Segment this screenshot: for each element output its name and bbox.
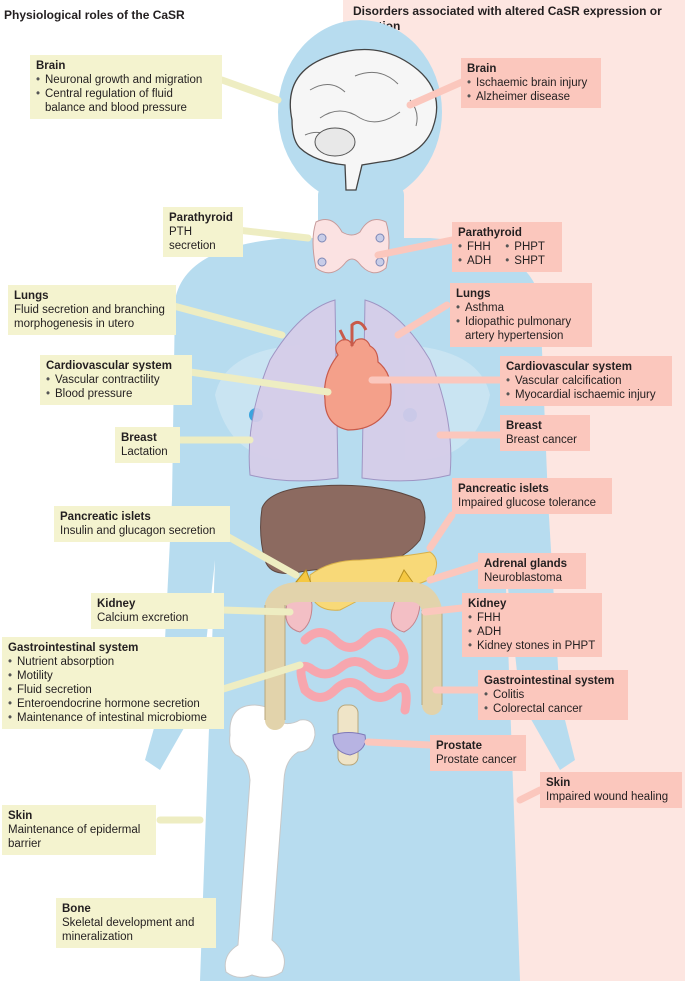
colon-outline (264, 605, 443, 720)
right-parathyroid-item: PHPT (505, 240, 545, 254)
right-kidney-title: Kidney (468, 598, 507, 610)
right-lungs-box: Lungs Asthma Idiopathic pulmonary artery… (450, 283, 592, 347)
left-bone-title: Bone (62, 903, 91, 915)
right-gi-title: Gastrointestinal system (484, 675, 615, 687)
left-gi-item: Maintenance of intestinal microbiome (8, 711, 218, 725)
left-lungs-box: Lungs Fluid secretion and branching morp… (8, 285, 176, 335)
left-brain-item: Neuronal growth and migration (36, 73, 216, 87)
right-skin-text: Impaired wound healing (546, 791, 669, 803)
right-pancreas-box: Pancreatic islets Impaired glucose toler… (452, 478, 612, 514)
left-parathyroid-box: Parathyroid PTH secretion (163, 207, 243, 257)
thyroid-illustration (312, 219, 390, 274)
left-pancreas-text: Insulin and glucagon secretion (60, 525, 216, 537)
right-cardiovascular-title: Cardiovascular system (506, 361, 632, 373)
right-prostate-title: Prostate (436, 740, 483, 752)
left-pancreas-box: Pancreatic islets Insulin and glucagon s… (54, 506, 230, 542)
right-adrenal-text: Neuroblastoma (484, 572, 562, 584)
left-parathyroid-text: PTH secretion (169, 226, 216, 252)
left-skin-title: Skin (8, 810, 33, 822)
right-brain-item: Alzheimer disease (467, 90, 595, 104)
left-cardiovascular-title: Cardiovascular system (46, 360, 172, 372)
right-lungs-item: Idiopathic pulmonary artery hypertension (456, 315, 586, 343)
left-lungs-title: Lungs (14, 290, 49, 302)
right-cardiovascular-item: Myocardial ischaemic injury (506, 388, 666, 402)
left-gi-item: Nutrient absorption (8, 655, 218, 669)
right-skin-box: Skin Impaired wound healing (540, 772, 682, 808)
right-parathyroid-box: Parathyroid FHH ADH PHPT SHPT (452, 222, 562, 272)
left-breast-title: Breast (121, 432, 157, 444)
right-brain-item: Ischaemic brain injury (467, 76, 595, 90)
left-gi-title: Gastrointestinal system (8, 642, 139, 654)
left-cardiovascular-item: Blood pressure (46, 387, 186, 401)
left-cardiovascular-item: Vascular contractility (46, 373, 186, 387)
right-parathyroid-item: FHH (458, 240, 491, 254)
left-brain-box: Brain Neuronal growth and migration Cent… (30, 55, 222, 119)
right-adrenal-title: Adrenal glands (484, 558, 568, 570)
right-breast-box: Breast Breast cancer (500, 415, 590, 451)
right-gi-box: Gastrointestinal system Colitis Colorect… (478, 670, 628, 720)
brain-illustration (289, 48, 438, 191)
heart-illustration (323, 320, 392, 431)
right-breast-text: Breast cancer (506, 434, 577, 446)
right-kidney-box: Kidney FHH ADH Kidney stones in PHPT (462, 593, 602, 657)
left-kidney-title: Kidney (97, 598, 136, 610)
left-kidney-box: Kidney Calcium excretion (91, 593, 224, 629)
right-skin-title: Skin (546, 777, 571, 789)
left-brain-item: Central regulation of fluid balance and … (36, 87, 216, 115)
connector-lines (156, 76, 544, 824)
right-pancreas-title: Pancreatic islets (458, 483, 549, 495)
physiological-roles-header: Physiological roles of the CaSR (4, 8, 185, 22)
right-pancreas-text: Impaired glucose tolerance (458, 497, 597, 509)
right-cardiovascular-box: Cardiovascular system Vascular calcifica… (500, 356, 672, 406)
liver-illustration (260, 484, 426, 574)
left-skin-text: Maintenance of epidermal barrier (8, 824, 141, 850)
right-parathyroid-item: SHPT (505, 254, 545, 268)
left-cardiovascular-box: Cardiovascular system Vascular contracti… (40, 355, 192, 405)
right-parathyroid-item: ADH (458, 254, 491, 268)
left-lungs-text: Fluid secretion and branching morphogene… (14, 304, 165, 330)
colon-illustration (265, 582, 442, 730)
right-parathyroid-title: Parathyroid (458, 227, 522, 239)
right-lungs-item: Asthma (456, 301, 586, 315)
right-gi-item: Colitis (484, 688, 622, 702)
right-brain-box: Brain Ischaemic brain injury Alzheimer d… (461, 58, 601, 108)
left-breast-text: Lactation (121, 446, 168, 458)
right-adrenal-box: Adrenal glands Neuroblastoma (478, 553, 586, 589)
left-gi-box: Gastrointestinal system Nutrient absorpt… (2, 637, 224, 729)
right-prostate-text: Prostate cancer (436, 754, 517, 766)
left-gi-item: Motility (8, 669, 218, 683)
left-kidney-text: Calcium excretion (97, 612, 189, 624)
right-gi-item: Colorectal cancer (484, 702, 622, 716)
small-intestine-illustration (296, 628, 411, 715)
left-breast-box: Breast Lactation (115, 427, 180, 463)
rectum-prostate (332, 704, 366, 766)
right-cardiovascular-item: Vascular calcification (506, 374, 666, 388)
left-bone-text: Skeletal development and mineralization (62, 917, 195, 943)
left-gi-item: Enteroendocrine hormone secretion (8, 697, 218, 711)
left-parathyroid-title: Parathyroid (169, 212, 233, 224)
left-bone-box: Bone Skeletal development and mineraliza… (56, 898, 216, 948)
right-kidney-item: FHH (468, 611, 596, 625)
right-lungs-title: Lungs (456, 288, 491, 300)
right-breast-title: Breast (506, 420, 542, 432)
left-skin-box: Skin Maintenance of epidermal barrier (2, 805, 156, 855)
left-pancreas-title: Pancreatic islets (60, 511, 151, 523)
right-kidney-item: ADH (468, 625, 596, 639)
right-kidney-item: Kidney stones in PHPT (468, 639, 596, 653)
right-brain-title: Brain (467, 63, 497, 75)
left-brain-title: Brain (36, 60, 66, 72)
right-prostate-box: Prostate Prostate cancer (430, 735, 526, 771)
left-gi-item: Fluid secretion (8, 683, 218, 697)
